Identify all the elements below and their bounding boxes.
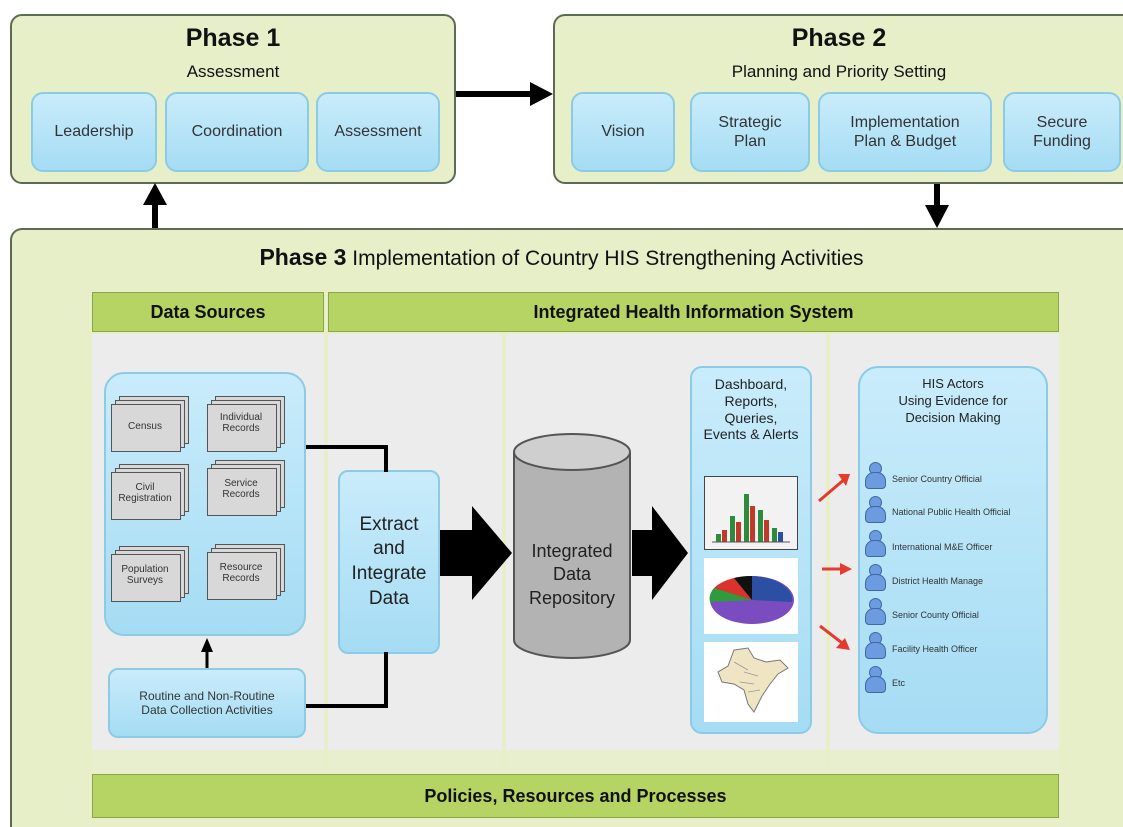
phase2-vision: Vision <box>571 92 675 172</box>
phase2-title: Phase 2 <box>791 24 887 52</box>
phase2-subtitle: Planning and Priority Setting <box>731 62 947 81</box>
actors-panel <box>858 366 1048 734</box>
phase1-coordination: Coordination <box>165 92 309 172</box>
source-civil-registration: Civil Registration <box>111 464 189 520</box>
person-icon <box>864 530 886 557</box>
phase1-assessment: Assessment <box>316 92 440 172</box>
actor-senior-county-official: Senior County Official <box>892 610 979 620</box>
phase1-title: Phase 1 <box>185 24 281 52</box>
phase1-subtitle: Assessment <box>186 62 280 81</box>
policies-footer: Policies, Resources and Processes <box>92 774 1059 818</box>
person-icon <box>864 632 886 659</box>
actor-senior-country-official: Senior Country Official <box>892 474 982 484</box>
phase3-subtitle: Implementation of Country HIS Strengthen… <box>352 247 864 270</box>
column-footer-3 <box>506 750 826 772</box>
column-footer-4 <box>830 750 1059 772</box>
actor-etc: Etc <box>892 678 906 688</box>
data-sources-header: Data Sources <box>92 292 324 332</box>
source-census: Census <box>111 396 189 452</box>
source-resource-records: Resource Records <box>207 544 285 600</box>
actors-title: HIS Actors Using Evidence for Decision M… <box>898 376 1008 425</box>
source-individual-records: Individual Records <box>207 396 285 452</box>
data-collection-box: Routine and Non-Routine Data Collection … <box>108 668 306 738</box>
map-thumbnail <box>704 642 798 722</box>
his-header: Integrated Health Information System <box>328 292 1059 332</box>
pie-chart-thumbnail <box>704 558 798 634</box>
source-service-records: Service Records <box>207 460 285 516</box>
phase1-leadership: Leadership <box>31 92 157 172</box>
person-icon <box>864 666 886 693</box>
column-footer-1 <box>92 750 324 772</box>
phase2-secure-funding: Secure Funding <box>1003 92 1121 172</box>
actor-district-health-manage: District Health Manage <box>892 576 984 586</box>
bar-chart-thumbnail <box>704 476 798 550</box>
actor-national-public-health-official: National Public Health Official <box>892 507 1011 517</box>
outputs-title: Dashboard, Reports, Queries, Events & Al… <box>703 376 799 443</box>
actor-international-me-officer: International M&E Officer <box>892 542 993 552</box>
phase3-title: Phase 3 <box>259 244 347 270</box>
person-icon <box>864 598 886 625</box>
extract-integrate-box: Extract and Integrate Data <box>338 470 440 654</box>
phase2-box: Phase 2 Planning and Priority Setting Vi… <box>553 14 1123 184</box>
phase2-strategic-plan: Strategic Plan <box>690 92 810 172</box>
column-footer-2 <box>328 750 502 772</box>
phase1-box: Phase 1 Assessment Leadership Coordinati… <box>10 14 456 184</box>
person-icon <box>864 462 886 489</box>
repository-label: Integrated Data Repository <box>528 541 616 608</box>
phase3-heading: Phase 3 Implementation of Country HIS St… <box>0 244 1123 271</box>
person-icon <box>864 496 886 523</box>
source-population-surveys: Population Surveys <box>111 546 189 602</box>
phase2-implementation-plan: Implementation Plan & Budget <box>818 92 992 172</box>
person-icon <box>864 564 886 591</box>
actor-facility-health-officer: Facility Health Officer <box>892 644 978 654</box>
